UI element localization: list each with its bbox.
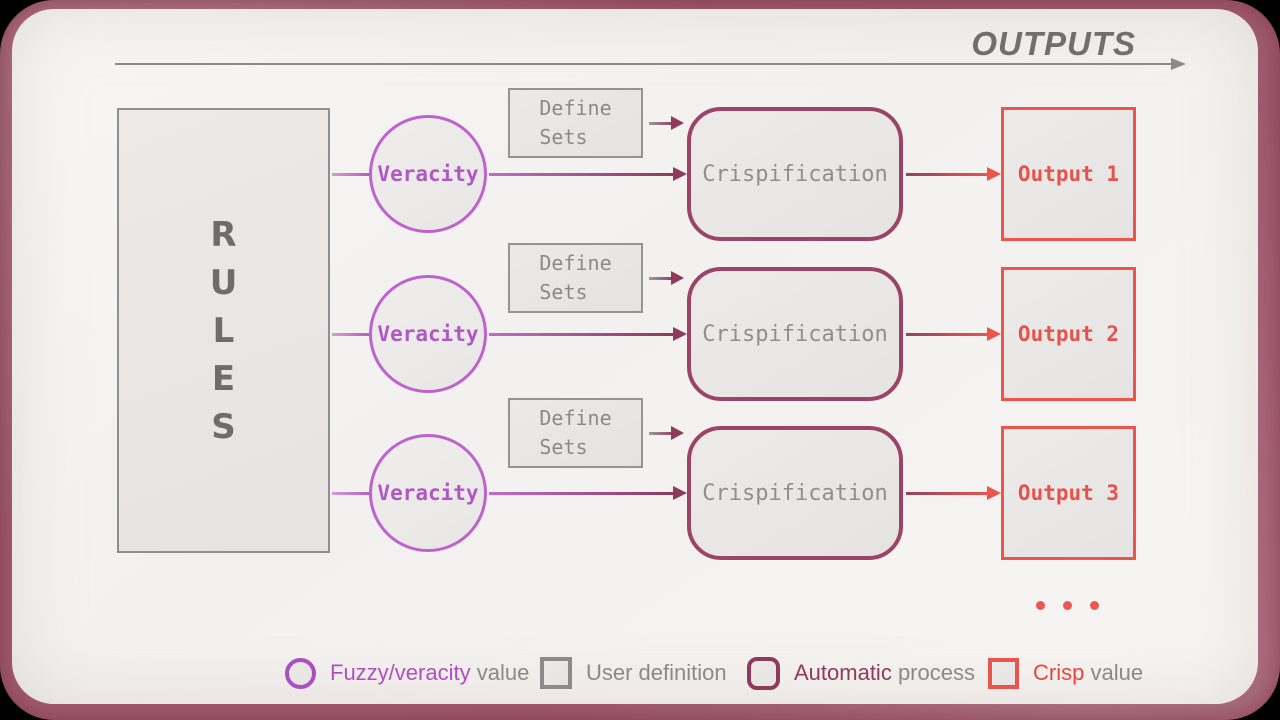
rounded-square-outline-icon <box>747 656 780 690</box>
arrow-shaft <box>649 276 671 280</box>
define-sets-label: Define Sets <box>539 249 611 307</box>
define-line: Define <box>539 96 612 120</box>
legend-item-fuzzy-veracity: Fuzzy/veracity value <box>285 656 529 690</box>
veracity-to-crispification-arrow <box>489 166 687 182</box>
dot-icon <box>1036 601 1045 610</box>
circle-outline-icon <box>285 657 316 689</box>
crispification-box: Crispification <box>687 267 903 401</box>
define-line: Define <box>539 406 612 430</box>
output-label: Output 1 <box>1017 162 1120 186</box>
legend-highlight: Automatic <box>794 660 892 685</box>
veracity-node: Veracity <box>369 115 487 233</box>
rules-to-veracity-connector <box>332 333 369 336</box>
output-box-1: Output 1 <box>1001 107 1136 241</box>
output-label: Output 2 <box>1017 322 1120 346</box>
rules-letter: E <box>211 358 236 399</box>
crispification-to-output-arrow <box>906 326 1001 342</box>
arrow-shaft <box>649 121 671 125</box>
rules-letter: L <box>212 310 235 351</box>
legend-label: Automatic process <box>794 660 975 686</box>
arrow-shaft <box>649 431 671 435</box>
define-sets-box: Define Sets <box>508 243 643 313</box>
arrow-head-icon <box>671 271 684 285</box>
arrow-head-icon <box>987 167 1001 181</box>
rules-to-veracity-connector <box>332 173 369 176</box>
outputs-axis-arrow <box>115 57 1186 71</box>
arrow-head-icon <box>673 327 687 341</box>
legend-label: User definition <box>586 660 727 686</box>
crispification-to-output-arrow <box>906 485 1001 501</box>
sets-line: Sets <box>539 435 588 459</box>
crispification-box: Crispification <box>687 107 903 241</box>
arrow-head-icon <box>1171 58 1186 70</box>
square-outline-icon <box>988 657 1019 689</box>
veracity-label: Veracity <box>377 481 479 505</box>
legend-label: Crisp value <box>1033 660 1143 686</box>
more-outputs-ellipsis <box>1036 601 1099 610</box>
dot-icon <box>1063 601 1072 610</box>
legend-item-automatic-process: Automatic process <box>747 656 975 690</box>
rules-letter: R <box>210 214 237 255</box>
veracity-to-crispification-arrow <box>489 485 687 501</box>
define-to-crispification-arrow <box>649 270 684 286</box>
legend-item-user-definition: User definition <box>540 656 727 690</box>
legend-label: Fuzzy/veracity value <box>330 660 529 686</box>
arrow-head-icon <box>671 426 684 440</box>
legend-highlight: Crisp <box>1033 660 1085 685</box>
sets-line: Sets <box>539 125 588 149</box>
crispification-to-output-arrow <box>906 166 1001 182</box>
define-sets-box: Define Sets <box>508 398 643 468</box>
output-box-3: Output 3 <box>1001 426 1136 560</box>
rules-box: R U L E S <box>117 108 330 553</box>
rules-letter: U <box>209 262 238 303</box>
arrow-head-icon <box>673 486 687 500</box>
legend-highlight: Fuzzy/veracity <box>330 660 471 685</box>
define-sets-box: Define Sets <box>508 88 643 158</box>
legend-rest: value <box>1084 660 1144 685</box>
legend-rest: process <box>891 660 975 685</box>
veracity-label: Veracity <box>377 162 479 186</box>
define-line: Define <box>539 251 612 275</box>
legend-rest: User definition <box>586 660 727 685</box>
arrow-shaft <box>489 332 673 336</box>
square-outline-icon <box>540 657 572 689</box>
crispification-box: Crispification <box>687 426 903 560</box>
veracity-node: Veracity <box>369 434 487 552</box>
define-to-crispification-arrow <box>649 425 684 441</box>
crispification-label: Crispification <box>702 480 888 506</box>
legend-item-crisp-value: Crisp value <box>988 656 1143 690</box>
legend-rest: value <box>470 660 530 685</box>
arrow-head-icon <box>987 327 1001 341</box>
define-sets-label: Define Sets <box>539 94 611 152</box>
arrow-head-icon <box>671 116 684 130</box>
veracity-node: Veracity <box>369 275 487 393</box>
dot-icon <box>1090 601 1099 610</box>
outputs-heading: OUTPUTS <box>971 25 1136 62</box>
arrow-shaft <box>906 172 987 176</box>
crispification-label: Crispification <box>702 321 888 347</box>
output-label: Output 3 <box>1017 481 1120 505</box>
rules-to-veracity-connector <box>332 492 369 495</box>
output-box-2: Output 2 <box>1001 267 1136 401</box>
arrow-head-icon <box>673 167 687 181</box>
define-to-crispification-arrow <box>649 115 684 131</box>
veracity-label: Veracity <box>377 322 479 346</box>
arrow-head-icon <box>987 486 1001 500</box>
rules-letter: S <box>211 406 236 447</box>
arrow-shaft <box>489 172 673 176</box>
define-sets-label: Define Sets <box>539 404 611 462</box>
arrow-shaft <box>906 491 987 495</box>
arrow-shaft <box>906 332 987 336</box>
arrow-shaft <box>115 62 1171 66</box>
crispification-label: Crispification <box>702 161 888 187</box>
veracity-to-crispification-arrow <box>489 326 687 342</box>
arrow-shaft <box>489 491 673 495</box>
sets-line: Sets <box>539 280 588 304</box>
